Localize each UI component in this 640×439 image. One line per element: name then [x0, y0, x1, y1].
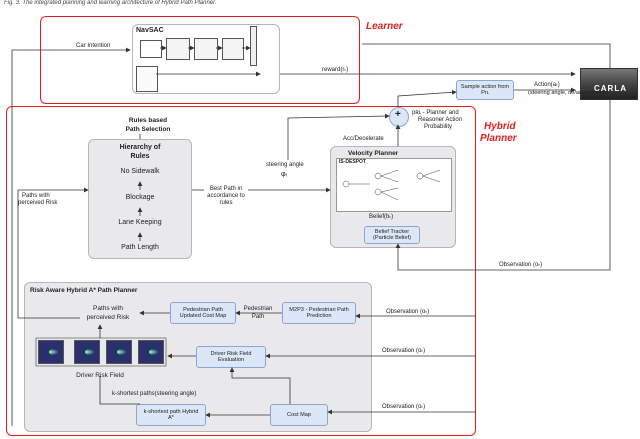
hybrid-a-2: A* [168, 415, 174, 421]
observation-label-3: Observation (oₜ) [382, 348, 426, 354]
paths-risk-bottom-1: Paths with [93, 305, 123, 312]
steering-angle-label: steering angle [266, 162, 304, 168]
risk-field-thumbnail [74, 340, 100, 364]
observation-label-2: Observation (oₜ) [386, 309, 430, 315]
car-intention-label: Car Intention [76, 43, 111, 49]
carla-thumbnail [580, 68, 638, 100]
navsac-input-block [140, 40, 162, 58]
learner-label: Learner [366, 21, 403, 32]
driver-risk-eval-2: Evaluation [217, 357, 245, 363]
carla-label: CARLA [594, 84, 627, 93]
velocity-planner-title: Velocity Planner [348, 150, 399, 157]
hybrid-planner-label-2: Planner [480, 133, 517, 144]
risk-field-thumbnail [138, 340, 164, 364]
rule-blockage: Blockage [125, 194, 155, 201]
belief-label: Belief(bₜ) [369, 214, 394, 220]
navsac-lower-block [136, 66, 158, 92]
figure-caption: Fig. 3. The integrated planning and lear… [4, 0, 217, 6]
observation-label-1: Observation (oₜ) [499, 262, 543, 268]
belief-tracker-2: (Particle Belief) [373, 235, 411, 241]
paths-risk-top-1: Paths with [22, 193, 50, 199]
ped-cost-2: Updated Cost Map [179, 313, 227, 319]
risk-field-thumbnail [38, 340, 64, 364]
navsac-label: NavSAC [136, 27, 164, 34]
risk-planner-title: Risk Aware Hybrid A* Path Planner [30, 287, 138, 294]
despot-label: IS-DESPOT [339, 159, 366, 165]
pre-note-3: Probability [424, 124, 453, 130]
rule-lane-keeping: Lane Keeping [118, 219, 162, 226]
hybrid-a-star-box: k-shortest path Hybrid A* [136, 404, 206, 426]
action-detail: (steering angle, de/acceleration) [528, 90, 608, 96]
observation-label-4: Observation (oₜ) [382, 404, 426, 410]
pedestrian-path-2: Path [251, 314, 265, 320]
pedestrian-path-1: Pedestrian [243, 306, 273, 312]
acc-decelerate-label: Acc/Decelerate [343, 136, 384, 142]
sample-action-text: Sample action from Prʟ [460, 83, 510, 96]
rule-no-sidewalk: No Sidewalk [120, 168, 160, 175]
best-path-3: rules [219, 200, 233, 206]
steering-sym: φₜ [281, 171, 288, 178]
m2p3-box: M2P3 - Pedestrian Path Prediction [282, 302, 356, 324]
m2p3-2: Prediction [306, 313, 332, 319]
rules-title-1: Rules based [128, 117, 168, 124]
belief-tracker-1: Belief Tracker [374, 228, 410, 235]
hybrid-planner-label-1: Hybrid [484, 121, 516, 132]
best-path-1: Best Path in [209, 186, 243, 192]
ped-cost-1: Pedestrian Path [183, 306, 223, 313]
cost-map-text: Cost Map [287, 411, 311, 418]
pre-note-1: pʀʟ - Planner and [412, 110, 459, 116]
hierarchy-title-2: Rules [130, 153, 150, 160]
paths-risk-top-2: perceived Risk [18, 200, 58, 206]
paths-risk-bottom-2: perceived Risk [86, 314, 130, 321]
rules-title-2: Path Selection [125, 126, 171, 133]
driver-risk-field-label: Driver Risk Field [76, 372, 124, 379]
driver-risk-eval-1: Driver Risk Field [210, 350, 252, 357]
driver-risk-eval-box: Driver Risk Field Evaluation [196, 346, 266, 368]
learner-box [40, 16, 360, 104]
belief-tracker-box: Belief Tracker (Particle Belief) [364, 226, 420, 244]
k-shortest-label: k-shortest paths(steering angle) [112, 391, 197, 397]
hybrid-a-1: k-shortest path Hybrid [143, 408, 199, 415]
hierarchy-title-1: Hierarchy of [119, 144, 161, 151]
reward-label: reward(rₜ) [322, 67, 349, 73]
rule-path-length: Path Length [121, 244, 159, 251]
best-path-2: accordance to [207, 193, 245, 199]
cost-map-box: Cost Map [270, 404, 328, 426]
pre-note-2: Reasoner Action [418, 117, 463, 123]
m2p3-1: M2P3 - Pedestrian Path [289, 306, 349, 313]
sum-node-plus: + [395, 109, 401, 120]
risk-field-thumbnail [106, 340, 132, 364]
despot-panel [336, 158, 452, 212]
ped-cost-map-box: Pedestrian Path Updated Cost Map [170, 302, 236, 324]
hybrid-planner-box [6, 106, 476, 436]
action-label: Action(aₜ) [534, 82, 560, 88]
